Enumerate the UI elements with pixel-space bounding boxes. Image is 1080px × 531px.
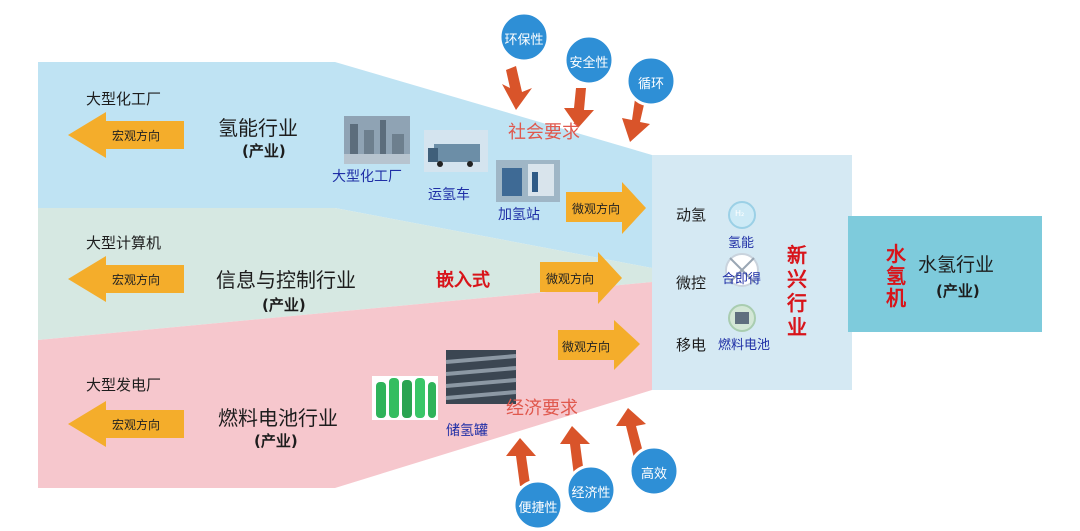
economic-up-arrow [506, 408, 646, 486]
micro-arrow [566, 182, 646, 234]
new-industry-char: 新 [787, 243, 807, 267]
macro-arrow [68, 256, 184, 302]
convergence-item-mobile-power: 移电 [676, 336, 707, 354]
h2-icon [728, 201, 756, 229]
hydrogen-band [38, 62, 652, 268]
circle-label-safety: 安全性 [569, 56, 609, 71]
icon-caption-hydrogen: 氢能 [728, 236, 755, 251]
requirement-circle [498, 11, 680, 531]
new-industry-vertical: 新 兴 行 业 [786, 243, 808, 339]
convergence-item-micro-control: 微控 [676, 274, 707, 292]
fuel-cell-industry-sub: (产业) [254, 432, 298, 450]
info-control-industry-title: 信息与控制行业 [216, 268, 356, 292]
macro-direction-label: 宏观方向 [112, 418, 161, 432]
convergence-item-dynamic-hydrogen: 动氢 [676, 206, 707, 224]
station-photo [496, 160, 560, 202]
water-hydrogen-industry-title: 水氢行业 [918, 254, 995, 276]
macro-arrow [68, 401, 184, 447]
fuel-cell-band [38, 282, 652, 488]
chip-icon [725, 253, 759, 287]
macro-direction-label: 宏观方向 [112, 273, 161, 287]
water-hydrogen-machine-char: 水 [886, 242, 906, 266]
icon-caption-fuel-cell: 燃料电池 [718, 338, 771, 353]
fuel-cell-industry-title: 燃料电池行业 [218, 406, 338, 430]
macro-arrow [68, 112, 184, 158]
circle-label-efficiency: 高效 [640, 467, 667, 482]
economic-requirement-label: 经济要求 [506, 398, 578, 419]
embedded-label: 嵌入式 [436, 270, 490, 291]
photo-caption-station: 加氢站 [498, 207, 540, 223]
micro-direction-label: 微观方向 [562, 340, 611, 354]
icon-caption-hejide: 合即得 [722, 272, 762, 287]
micro-arrow [558, 320, 640, 370]
info-control-band [38, 208, 652, 340]
micro-direction-label: 微观方向 [546, 272, 595, 286]
left-label-chemical-plant: 大型化工厂 [86, 90, 162, 108]
circle-label-environment: 环保性 [504, 33, 544, 48]
social-requirement-label: 社会要求 [508, 122, 580, 143]
photo-caption-truck: 运氢车 [428, 187, 470, 203]
water-hydrogen-machine-char: 氢 [886, 264, 906, 288]
water-hydrogen-machine-vertical: 水 氢 机 [884, 243, 908, 309]
water-hydrogen-box [848, 216, 1042, 332]
photo-caption-factory: 大型化工厂 [332, 169, 402, 185]
water-hydrogen-machine-char: 机 [886, 286, 906, 310]
macro-direction-label: 宏观方向 [112, 129, 161, 143]
left-label-computer: 大型计算机 [86, 234, 162, 252]
new-industry-char: 兴 [787, 267, 807, 291]
cylinders-photo [372, 376, 438, 420]
circle-label-economy: 经济性 [571, 486, 611, 501]
hydrogen-industry-title: 氢能行业 [218, 116, 298, 140]
pipes-photo [445, 350, 517, 404]
micro-direction-label: 微观方向 [572, 202, 621, 216]
factory-photo [344, 116, 410, 164]
water-hydrogen-industry-sub: (产业) [936, 282, 980, 300]
circle-label-convenience: 便捷性 [518, 501, 558, 516]
photo-caption-tank: 储氢罐 [446, 423, 488, 439]
hydrogen-industry-sub: (产业) [242, 142, 286, 160]
micro-arrow [540, 252, 622, 304]
new-industry-char: 业 [787, 315, 807, 339]
fuel-cell-icon [728, 304, 756, 332]
h2-icon-text: H₂ [735, 209, 745, 218]
truck-photo [424, 130, 488, 172]
new-industry-char: 行 [787, 291, 807, 315]
circle-label-cycle: 循环 [637, 77, 664, 92]
info-control-industry-sub: (产业) [262, 296, 306, 314]
left-label-power-plant: 大型发电厂 [86, 376, 162, 394]
